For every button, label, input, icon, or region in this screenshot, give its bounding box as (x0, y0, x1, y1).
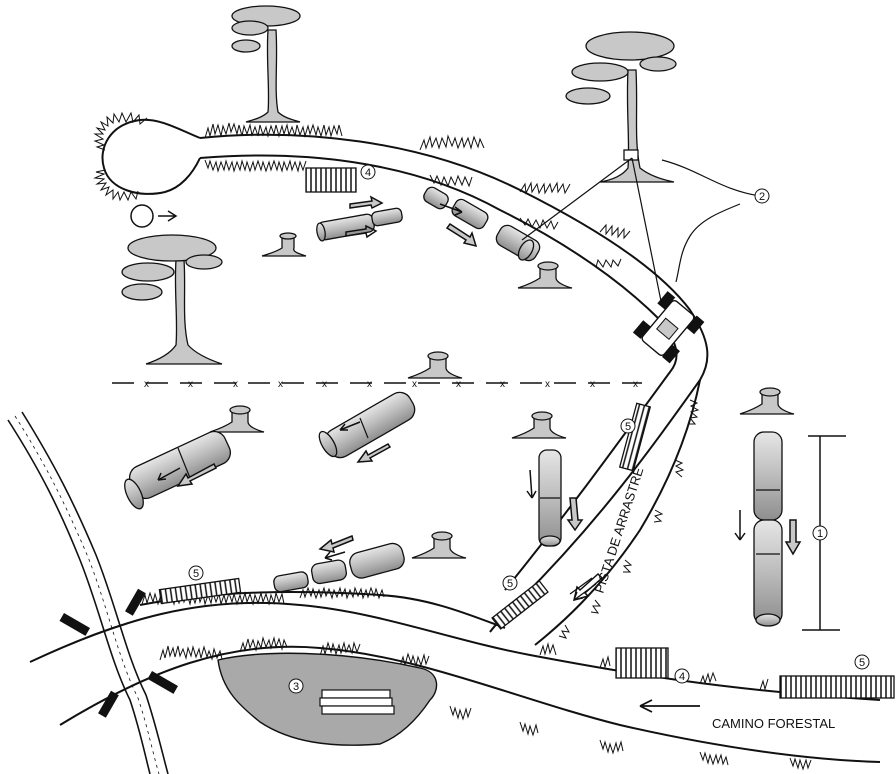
log-group (754, 432, 782, 626)
road-label: CAMINO FORESTAL (712, 716, 835, 731)
marker-2: 2 (755, 189, 769, 203)
svg-text:4: 4 (365, 167, 371, 179)
log-group (316, 388, 419, 462)
stumps (210, 233, 794, 558)
log-group (315, 208, 402, 242)
marker-4-road: 4 (675, 669, 689, 683)
stump (210, 406, 264, 432)
svg-text:x: x (590, 379, 595, 390)
stump (412, 532, 466, 558)
stack-5-skid-bottom (492, 581, 548, 629)
marker-3: 3 (289, 679, 303, 693)
skid-trail-label: PISTA DE ARRASTRE (592, 465, 647, 595)
stack-5-skid-top (620, 403, 651, 470)
tractor (633, 291, 704, 363)
svg-text:x: x (412, 379, 417, 390)
svg-text:x: x (322, 379, 327, 390)
stack-4-top (306, 168, 356, 192)
svg-text:x: x (233, 379, 238, 390)
svg-text:1: 1 (817, 528, 823, 540)
drag-arrows (158, 197, 800, 712)
stack-5-road (780, 676, 894, 698)
svg-text:5: 5 (625, 421, 631, 433)
svg-text:x: x (144, 379, 149, 390)
stump (512, 412, 566, 438)
marker-5-road: 5 (855, 655, 869, 669)
svg-text:x: x (633, 379, 638, 390)
svg-text:x: x (188, 379, 193, 390)
svg-text:5: 5 (193, 568, 199, 580)
circle-marker-icon (131, 205, 153, 227)
stack-4-road (616, 648, 668, 678)
tree-felling (566, 32, 676, 182)
svg-text:x: x (545, 379, 550, 390)
marker-5-skid-top: 5 (621, 419, 635, 433)
marker-4-top: 4 (361, 165, 375, 179)
stump (262, 233, 306, 256)
svg-text:3: 3 (293, 681, 299, 693)
marker-5-skid-bottom: 5 (503, 576, 517, 590)
svg-text:x: x (367, 379, 372, 390)
stump (518, 262, 572, 288)
svg-text:4: 4 (679, 671, 685, 683)
svg-text:x: x (456, 379, 461, 390)
svg-text:5: 5 (507, 578, 513, 590)
svg-text:x: x (500, 379, 505, 390)
marker-1: 1 (813, 526, 827, 540)
svg-text:5: 5 (859, 657, 865, 669)
stump (740, 388, 794, 414)
pond (218, 653, 437, 745)
stump (408, 352, 462, 378)
log-group (539, 450, 561, 546)
svg-text:2: 2 (759, 191, 765, 203)
log-group (273, 541, 407, 592)
bridge-posts (60, 589, 178, 718)
marker-5-left: 5 (189, 566, 203, 580)
svg-text:x: x (278, 379, 283, 390)
tree-top (232, 6, 300, 122)
tree-left (122, 235, 222, 364)
